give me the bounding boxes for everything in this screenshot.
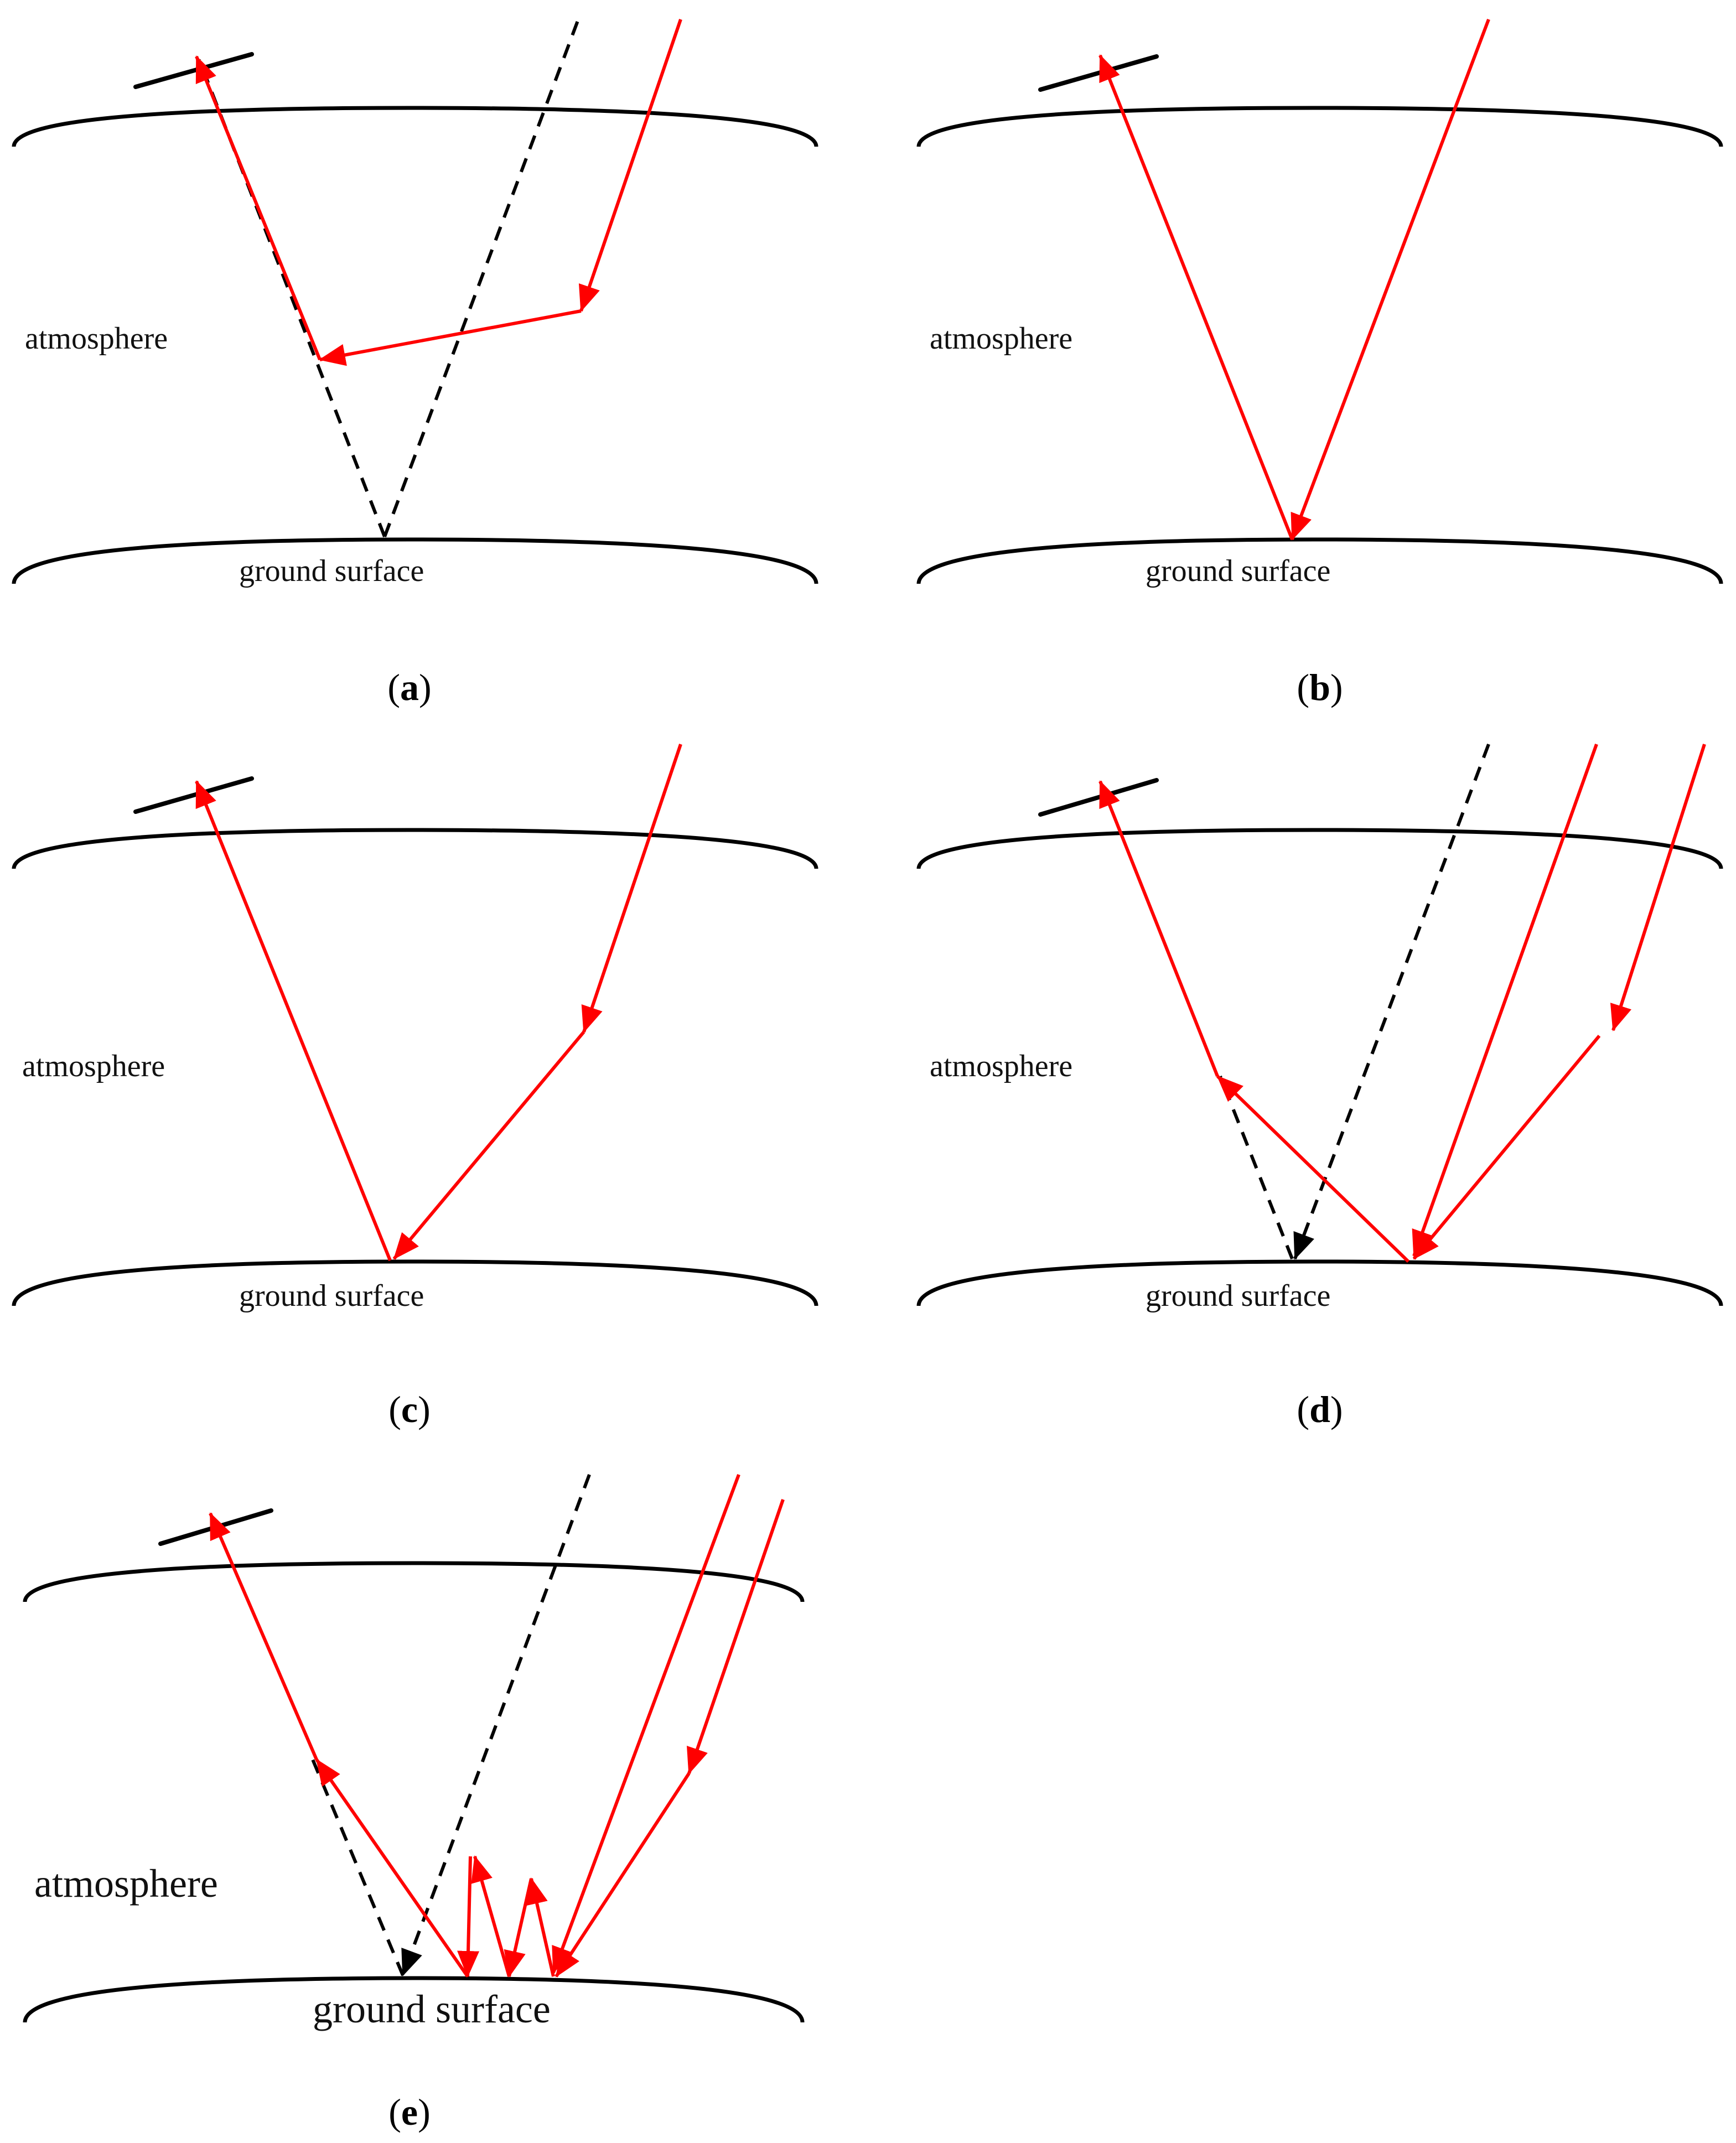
multiple-reflection-up-3 xyxy=(526,1877,555,1977)
ground-surface-label: ground surface xyxy=(239,554,424,588)
panel-b: atmosphere ground surface (b) xyxy=(916,18,1723,708)
path-to-sensor-ray xyxy=(1098,780,1219,1077)
incoming-solar-ray xyxy=(1412,743,1598,1257)
sky-diffuse-ray xyxy=(555,1772,691,1978)
satellite-sensor xyxy=(133,776,254,814)
incoming-solar-ray-2 xyxy=(1610,744,1706,1031)
incoming-solar-ray xyxy=(581,744,682,1033)
sky-diffuse-ray xyxy=(1412,1035,1601,1260)
path-radiance-to-sensor xyxy=(195,55,322,361)
atmosphere-label: atmosphere xyxy=(34,1861,218,1906)
sky-diffuse-ray xyxy=(392,1031,585,1260)
satellite-sensor xyxy=(133,52,254,89)
atmosphere-top-boundary xyxy=(12,828,818,869)
ground-surface-boundary xyxy=(23,1976,805,2023)
incoming-solar-ray-2 xyxy=(687,1499,785,1774)
ground-direct-path xyxy=(383,18,580,538)
ground-surface-label: ground surface xyxy=(1146,1279,1330,1313)
atmosphere-label: atmosphere xyxy=(25,321,168,356)
atmosphere-label: atmosphere xyxy=(930,1049,1072,1083)
atmosphere-top-boundary xyxy=(916,828,1723,869)
panel-c: atmosphere ground surface (c) xyxy=(12,744,818,1430)
surface-reflected-ray xyxy=(195,780,392,1262)
ground-direct-path xyxy=(401,1473,591,1976)
multiple-reflection-down-2 xyxy=(457,1856,480,1978)
ground-to-sensor-dashed-path xyxy=(311,1758,405,1976)
atmosphere-label: atmosphere xyxy=(930,321,1072,356)
panel-caption: (b) xyxy=(1297,666,1343,708)
atmosphere-top-boundary xyxy=(23,1561,805,1602)
multiple-reflection-up-2 xyxy=(471,1855,511,1977)
panel-caption: (d) xyxy=(1297,1388,1343,1430)
ground-surface-boundary xyxy=(12,1259,818,1306)
scattered-ray xyxy=(319,309,582,366)
panel-caption: (e) xyxy=(388,2091,431,2133)
ground-surface-boundary xyxy=(12,537,818,584)
satellite-sensor xyxy=(1038,778,1159,817)
adjacency-reflected-ray xyxy=(1216,1075,1410,1263)
ground-to-sensor-dashed-path xyxy=(1219,1075,1294,1260)
incoming-solar-ray xyxy=(552,1473,740,1974)
atmosphere-top-boundary xyxy=(12,106,818,147)
panel-d: atmosphere ground surface (d) xyxy=(916,743,1723,1430)
multiple-reflection-down-3 xyxy=(504,1878,533,1978)
panel-a: atmosphere ground surface (a) xyxy=(12,18,818,708)
incoming-solar-ray xyxy=(1291,18,1490,541)
ground-surface-label: ground surface xyxy=(313,1987,551,2031)
ground-surface-label: ground surface xyxy=(239,1279,424,1313)
atmosphere-label: atmosphere xyxy=(22,1049,165,1083)
multiple-reflection-up-1 xyxy=(315,1758,469,1978)
ground-surface-label: ground surface xyxy=(1146,554,1330,588)
ground-surface-boundary xyxy=(916,1259,1723,1306)
surface-reflected-ray xyxy=(1098,54,1294,541)
ground-direct-path xyxy=(1293,743,1490,1260)
satellite-sensor xyxy=(1038,54,1159,92)
ground-surface-boundary xyxy=(916,537,1723,584)
atmosphere-top-boundary xyxy=(916,106,1723,147)
path-to-sensor-ray xyxy=(209,1512,318,1761)
panel-caption: (c) xyxy=(388,1388,431,1430)
incoming-solar-ray xyxy=(578,19,682,312)
panel-caption: (a) xyxy=(387,666,431,708)
panel-e: atmosphere ground surface (e) xyxy=(23,1473,805,2133)
